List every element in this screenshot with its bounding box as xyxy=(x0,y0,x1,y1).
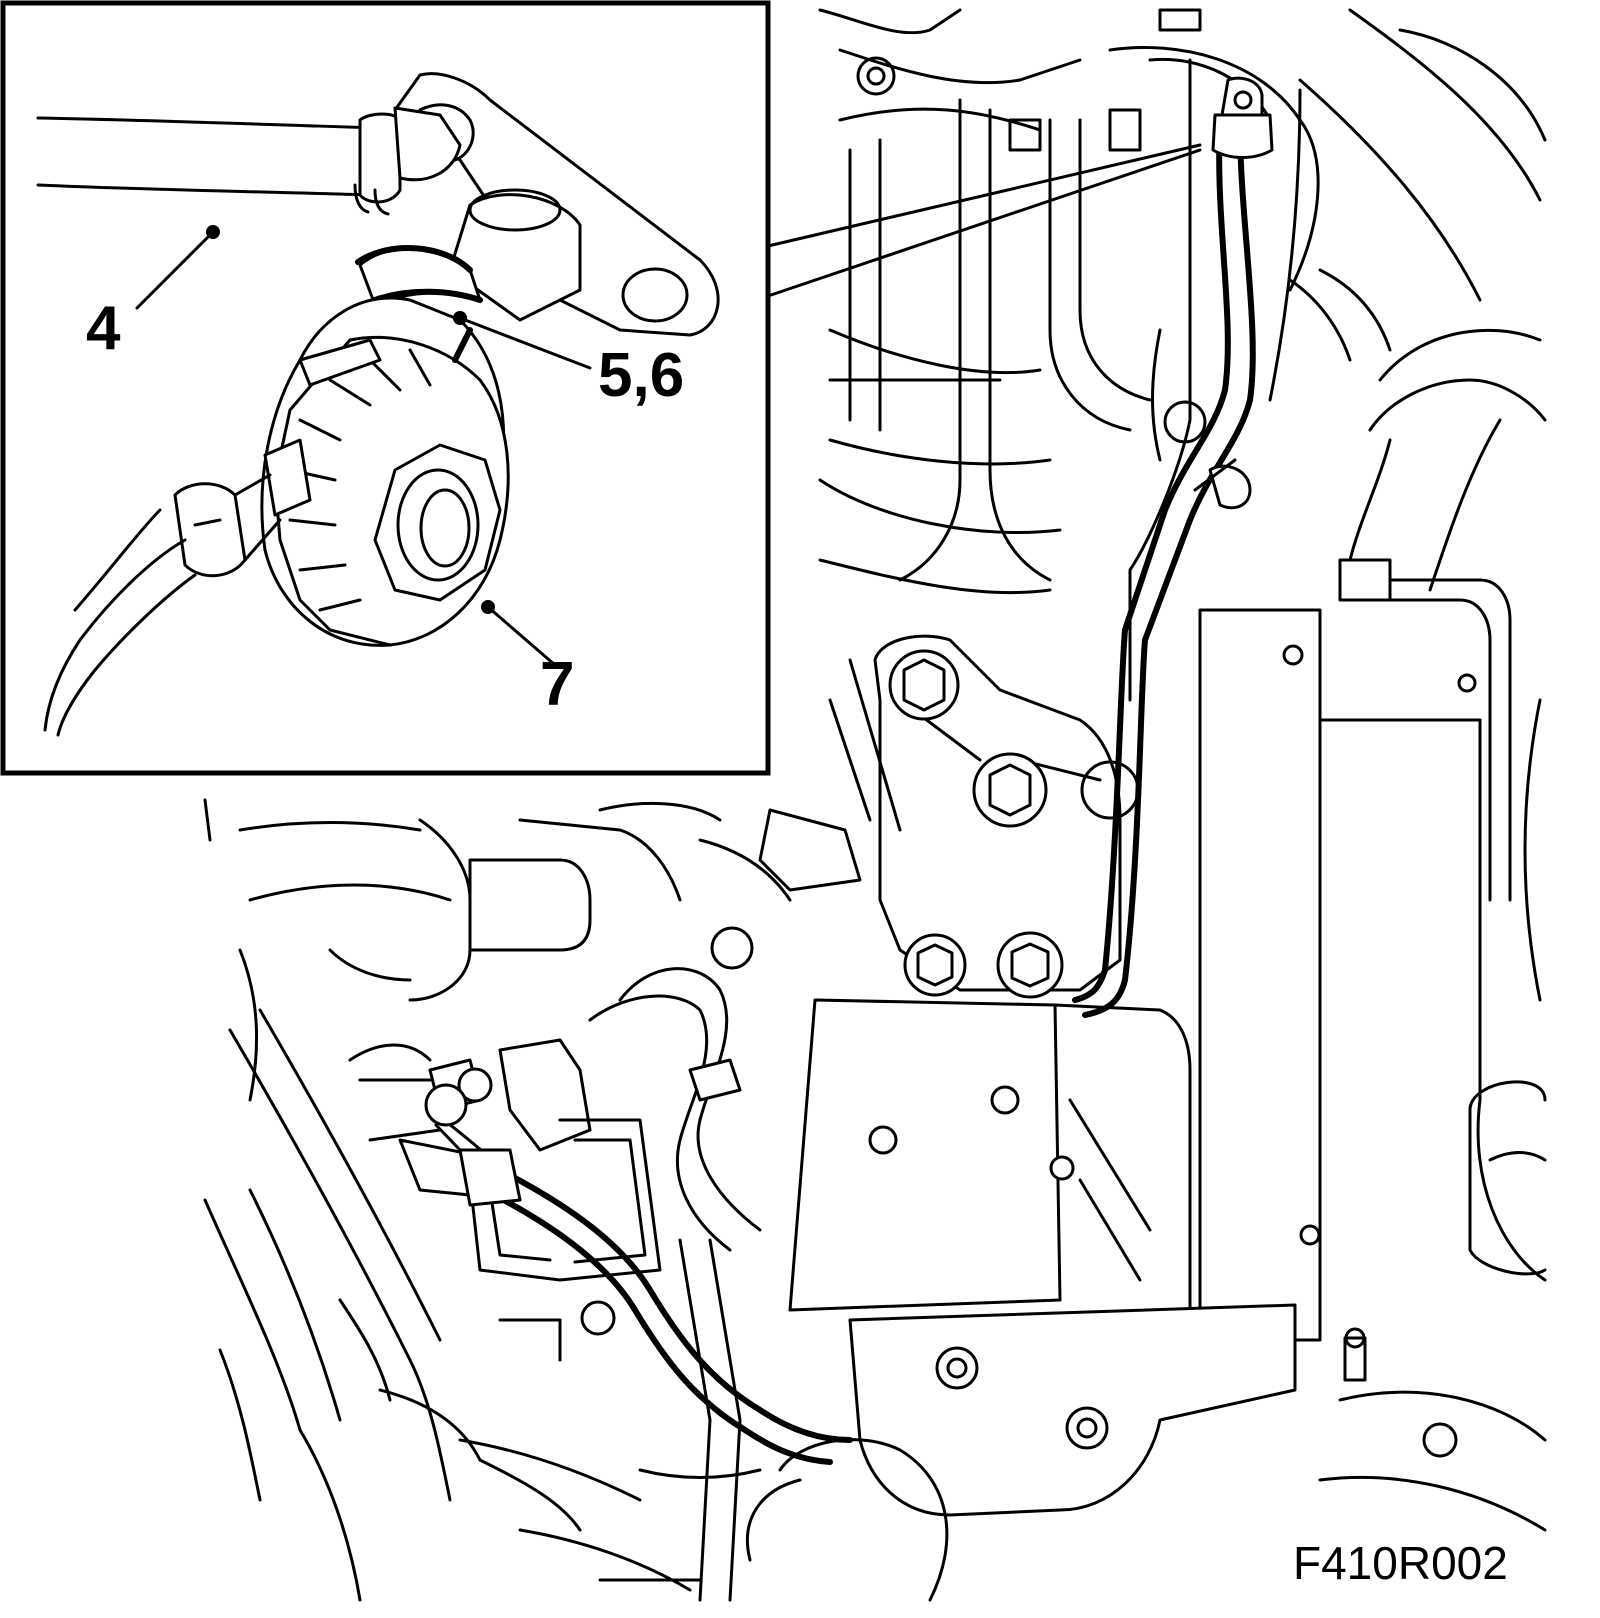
mount-bolt-lower-right xyxy=(996,931,1064,999)
mount-bolt-upper xyxy=(888,649,960,721)
flange-bolt-left xyxy=(935,1346,979,1390)
sensor-cable xyxy=(43,438,312,737)
figure-code: F410R002 xyxy=(1293,1537,1508,1589)
callout-leaders xyxy=(135,225,592,667)
magnification-leader xyxy=(766,143,1202,298)
callout-label-4: 4 xyxy=(86,294,121,363)
mount-bolt-lower-left xyxy=(903,933,967,997)
mount-bolt-middle xyxy=(972,752,1048,828)
callout-label-7: 7 xyxy=(540,650,575,719)
flange-bolt-right xyxy=(1065,1406,1109,1450)
sensor-body xyxy=(448,188,582,322)
small-stud xyxy=(1343,1327,1367,1382)
detail-inset xyxy=(0,0,771,776)
hose-part-4 xyxy=(36,112,402,216)
engine-bay-background xyxy=(203,8,1547,1602)
connector-part-7 xyxy=(260,296,510,647)
callout-label-5-6: 5,6 xyxy=(598,341,685,410)
